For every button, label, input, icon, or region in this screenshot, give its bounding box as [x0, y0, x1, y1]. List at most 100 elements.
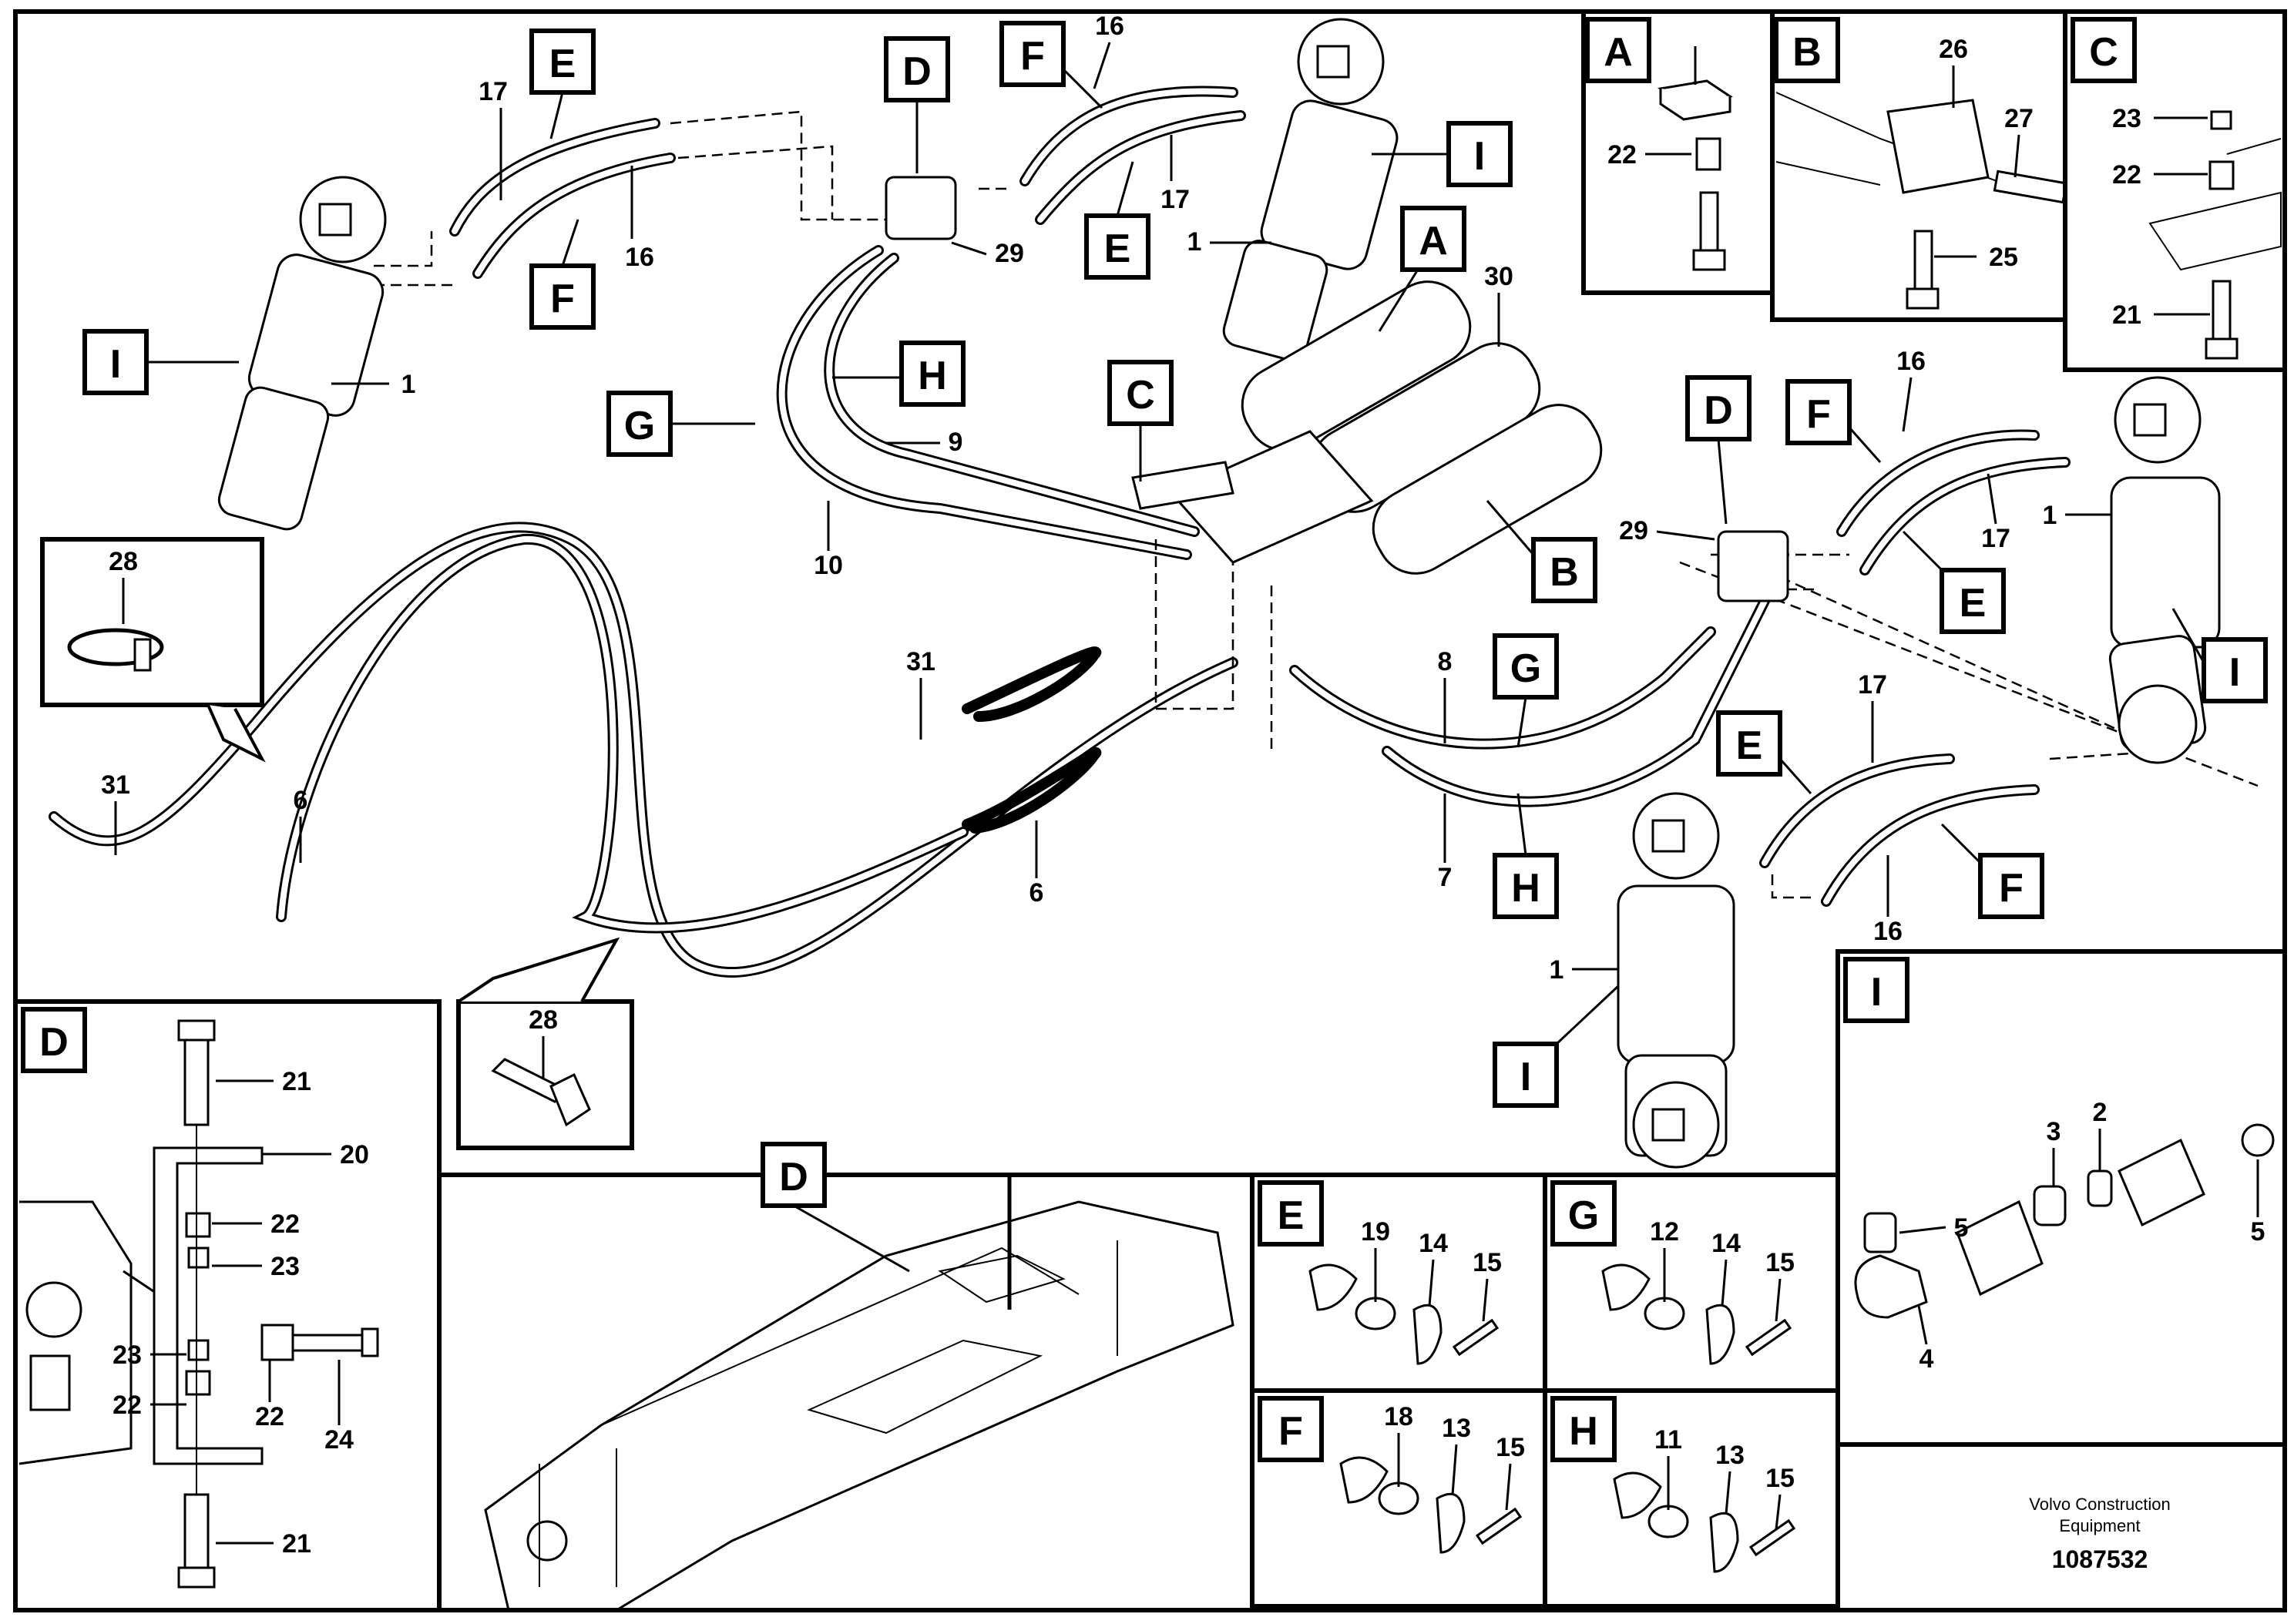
pn-1-d: 1 [1550, 955, 1564, 985]
inset-tool-28: 28 [456, 937, 634, 1150]
callout-i-2: I [1474, 134, 1485, 179]
pn-17-c: 17 [1981, 524, 2010, 553]
pn-17-d: 17 [1858, 670, 1887, 700]
footer-brand: Volvo Construction Equipment 1087532 [2029, 1495, 2170, 1573]
callout-g-1: G [624, 404, 655, 448]
detail-g-label: G [1568, 1193, 1599, 1238]
detail-c-label: C [2089, 30, 2118, 75]
pn-16-b: 16 [1095, 12, 1124, 41]
detail-i-pn-4: 4 [1920, 1344, 1934, 1374]
pn-8: 8 [1438, 647, 1453, 676]
detail-i: I 5 5 3 2 4 [1836, 949, 2287, 1447]
detail-f: F 18 13 15 [1250, 1388, 1547, 1609]
detail-e-pn-15: 15 [1473, 1248, 1502, 1277]
pn-16-a: 16 [625, 243, 654, 272]
callout-e-3: E [1960, 581, 1987, 626]
detail-a-pn-22: 22 [1607, 140, 1637, 169]
cylinder-lower-right [1617, 792, 1735, 1169]
detail-a-label: A [1604, 30, 1633, 75]
pn-28-b: 28 [529, 1005, 558, 1035]
pn-7: 7 [1438, 863, 1453, 892]
detail-d-pn-21-a: 21 [282, 1067, 311, 1096]
valve-block-right [1717, 530, 1789, 602]
detail-b: B 26 27 25 [1770, 9, 2068, 322]
detail-d-pn-23-a: 23 [270, 1252, 300, 1281]
callout-a-1: A [1419, 219, 1448, 263]
detail-b-label: B [1792, 30, 1822, 75]
detail-i-label: I [1871, 970, 1882, 1015]
pn-31-b: 31 [906, 647, 935, 676]
callout-i-1: I [110, 342, 121, 387]
detail-e-label: E [1278, 1193, 1305, 1238]
detail-f-label: F [1278, 1409, 1303, 1454]
detail-d-pn-22-b: 22 [113, 1391, 142, 1420]
detail-h-pn-15: 15 [1765, 1464, 1795, 1493]
bracket-c [1131, 461, 1234, 510]
detail-c-pn-21: 21 [2112, 300, 2141, 330]
cylinder-upper-left [217, 176, 387, 531]
callout-e-4: E [1736, 723, 1763, 768]
detail-g-pn-12: 12 [1650, 1217, 1679, 1247]
detail-e: E 19 14 15 [1250, 1173, 1547, 1393]
detail-i-pn-5-a: 5 [1954, 1213, 1969, 1243]
pn-16-c: 16 [1896, 347, 1926, 376]
pn-1-a: 1 [401, 370, 416, 399]
detail-d-label: D [39, 1020, 69, 1065]
detail-g: G 12 14 15 [1543, 1173, 1840, 1393]
detail-f-pn-13: 13 [1442, 1414, 1471, 1443]
pn-1-b: 1 [1187, 227, 1202, 257]
pn-1-c: 1 [2043, 501, 2057, 530]
frame-view-d-label: D [779, 1155, 808, 1200]
callout-i-3: I [2229, 650, 2240, 695]
pn-9: 9 [949, 428, 963, 457]
callouts-main: E F I D F E I A H G [82, 21, 2268, 1108]
callout-d-1: D [902, 49, 932, 94]
callout-h-1: H [918, 354, 947, 398]
detail-i-pn-3: 3 [2047, 1117, 2061, 1146]
callout-g-2: G [1510, 646, 1541, 691]
detail-d-pn-20: 20 [340, 1140, 369, 1169]
part-numbers-main: 17 16 1 16 17 1 29 30 9 10 28 31 6 31 6 … [101, 12, 2111, 985]
pn-28-a: 28 [109, 547, 138, 576]
valve-block-left [885, 176, 957, 240]
detail-h: H 11 13 15 [1543, 1388, 1840, 1609]
callout-e-2: E [1104, 226, 1131, 271]
pn-31-a: 31 [101, 770, 130, 800]
callout-e-1: E [549, 42, 576, 86]
detail-d-pn-22-a: 22 [270, 1210, 300, 1239]
detail-d-pn-22-c: 22 [255, 1402, 284, 1431]
pn-16-d: 16 [1873, 917, 1903, 946]
callout-f-1: F [550, 277, 575, 321]
inset-clamp-28 [40, 537, 266, 763]
detail-i-pn-5-b: 5 [2251, 1217, 2265, 1247]
pn-30: 30 [1484, 262, 1513, 291]
machine-frame-view: D [437, 1142, 1254, 1612]
pn-10: 10 [814, 551, 843, 580]
detail-d-pn-21-b: 21 [282, 1529, 311, 1559]
detail-g-pn-15: 15 [1765, 1248, 1795, 1277]
callout-c-1: C [1126, 373, 1155, 418]
detail-c-pn-22: 22 [2112, 160, 2141, 190]
detail-e-pn-14: 14 [1419, 1229, 1448, 1258]
detail-b-pn-26: 26 [1939, 35, 1968, 64]
callout-b-1: B [1550, 550, 1579, 595]
pn-29-a: 29 [995, 239, 1024, 268]
detail-e-pn-19: 19 [1361, 1217, 1390, 1247]
callout-f-2: F [1020, 34, 1045, 79]
accumulator-assembly [1169, 280, 1603, 575]
detail-f-pn-18: 18 [1384, 1402, 1413, 1431]
callout-i-4: I [1520, 1055, 1531, 1099]
callout-h-2: H [1511, 866, 1540, 911]
pn-17-a: 17 [479, 77, 508, 106]
brand-line-1: Volvo Construction [2029, 1495, 2170, 1514]
callout-f-4: F [1999, 866, 2024, 911]
detail-c: C 23 22 21 [2063, 9, 2287, 372]
pn-29-b: 29 [1619, 516, 1648, 545]
cylinder-right-upper [2108, 376, 2221, 764]
callout-f-3: F [1806, 392, 1831, 437]
detail-c-pn-23: 23 [2112, 104, 2141, 133]
detail-h-label: H [1569, 1409, 1598, 1454]
detail-a: A 22 [1581, 9, 1775, 295]
